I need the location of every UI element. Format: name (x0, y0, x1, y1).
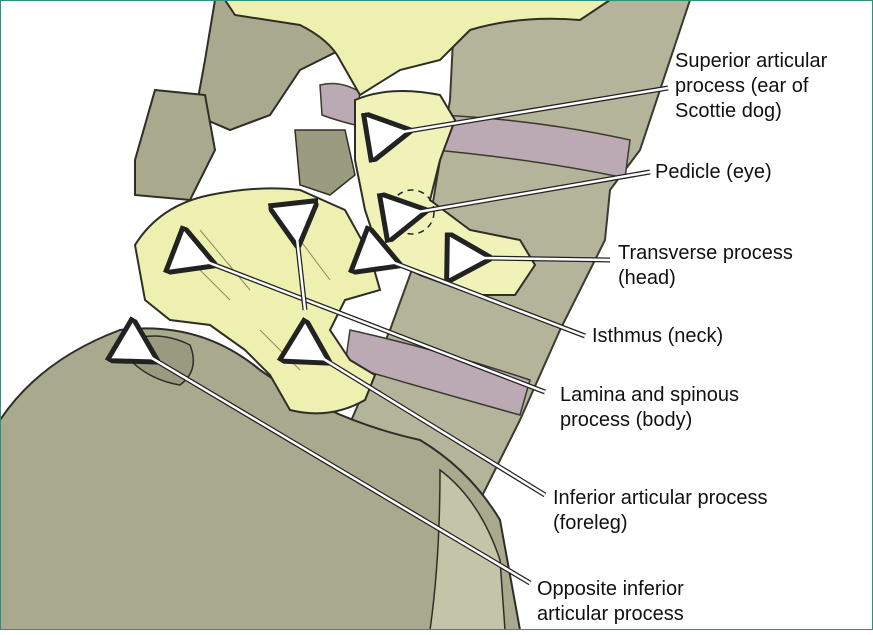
label-line: (head) (618, 266, 793, 291)
label-line: articular process (537, 602, 684, 627)
label-line: (foreleg) (553, 511, 768, 536)
label-opposite-inferior-articular: Opposite inferior articular process (537, 577, 684, 627)
label-line: Isthmus (neck) (592, 324, 723, 349)
label-transverse-process: Transverse process (head) (618, 241, 793, 291)
label-line: Transverse process (618, 241, 793, 266)
label-lamina-spinous: Lamina and spinous process (body) (560, 383, 739, 433)
label-inferior-articular-process: Inferior articular process (foreleg) (553, 486, 768, 536)
label-line: process (ear of (675, 74, 827, 99)
label-line: process (body) (560, 408, 739, 433)
label-line: Inferior articular process (553, 486, 768, 511)
label-line: Pedicle (eye) (655, 160, 772, 185)
label-superior-articular-process: Superior articular process (ear of Scott… (675, 49, 827, 124)
label-isthmus: Isthmus (neck) (592, 324, 723, 349)
label-line: Scottie dog) (675, 99, 827, 124)
label-line: Opposite inferior (537, 577, 684, 602)
label-line: Lamina and spinous (560, 383, 739, 408)
label-line: Superior articular (675, 49, 827, 74)
label-pedicle: Pedicle (eye) (655, 160, 772, 185)
